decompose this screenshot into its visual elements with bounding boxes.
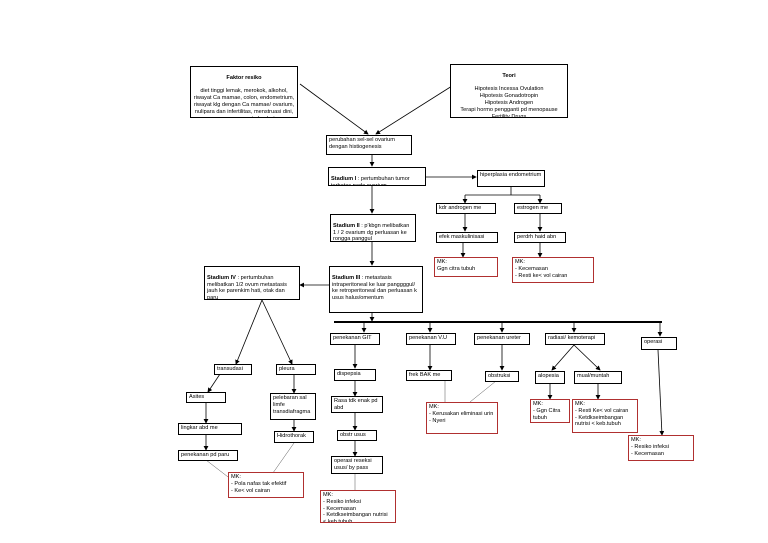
perdrh-box: perdrh haid abn	[514, 232, 566, 243]
hidrothorak-box: Hidrothorak	[274, 431, 314, 443]
theory-box: Teori Hipotesis Incessa Ovulation Hipote…	[450, 64, 568, 118]
stadium-3-box: Stadium III : metastasis intraperitoneal…	[329, 266, 423, 313]
stadium-4-box: Stadium IV : pertumbuhan melibatkan 1/2 …	[204, 266, 300, 300]
stadium-1-head: Stadium I	[331, 175, 357, 182]
stadium-3-text: : metastasis intraperitoneal ke luar pan…	[332, 274, 417, 302]
stadium-1-text: : pertumbuhan tumor terbatas pada ovariu…	[331, 175, 410, 186]
stadium-1-box: Stadium I : pertumbuhan tumor terbatas p…	[328, 167, 426, 186]
transudasi-box: transudasi	[214, 364, 252, 375]
estrogen-box: estrogen me	[514, 203, 562, 214]
mk-citra-box: MK: Ggn citra tubuh	[434, 257, 498, 277]
mk-nafas-box: MK: - Pola nafas tak efektif - Ke< vol c…	[228, 472, 304, 498]
theory-text: Hipotesis Incessa Ovulation Hipotesis Go…	[460, 86, 558, 118]
mk-resti-box: MK: - Resti Ke< vol cairan - Ketdkseimba…	[572, 399, 638, 433]
operasi-box: operasi	[641, 337, 677, 350]
stadium-2-head: Stadium II	[333, 222, 360, 229]
operasi-reseksi-box: operasi reseksi usus/ by pass	[331, 456, 383, 474]
perubahan-box: perubahan sel-sel ovarium dengan histiog…	[326, 135, 412, 155]
obstruksi-box: obstruksi	[485, 371, 519, 382]
penekanan-git-box: penekanan GIT	[330, 333, 380, 345]
radiasi-box: radiasi/ kemoterapi	[545, 333, 605, 345]
penekanan-ureter-box: penekanan ureter	[474, 333, 530, 345]
stadium-3-head: Stadium III	[332, 274, 361, 281]
stadium-2-box: Stadium II : p'kbgn melibatkan 1 / 2 ova…	[330, 214, 416, 242]
hiperplasia-box: hiperplasia endometrium	[477, 170, 545, 187]
stadium-4-head: Stadium IV	[207, 274, 236, 281]
dispepsia-box: dispepsia	[334, 369, 376, 381]
obstr-usus-box: obstr usus	[337, 430, 377, 441]
risk-factor-box: Faktor resiko diet tinggi lemak, merokok…	[190, 66, 298, 118]
mk-ggn-citra-box: MK: - Ggn Citra tubuh	[530, 399, 570, 423]
stadium-4-text: : pertumbuhan melibatkan 1/2 ovum metast…	[207, 274, 287, 300]
asites-box: Asites	[186, 392, 226, 403]
mk-cemas-box: MK: - Kecemasan - Resti ke< vol cairan	[512, 257, 594, 283]
theory-title: Teori	[502, 72, 516, 79]
pleura-box: pleura	[276, 364, 316, 375]
alopesia-box: alopesia	[535, 371, 565, 384]
penekanan-paru-box: penekanan pd paru	[178, 450, 238, 461]
penekanan-vu-box: penekanan V.U	[406, 333, 456, 345]
mk-infeksi-operasi-box: MK: - Resiko infeksi - Kecemasan	[628, 435, 694, 461]
mk-bottom-box: MK: - Resiko infeksi - Kecemasan - Ketdk…	[320, 490, 396, 523]
risk-factor-text: diet tinggi lemak, merokok, alkohol, riw…	[193, 88, 295, 117]
pelebaran-box: pelebaran sal limfe transdiafragma	[270, 393, 316, 420]
lingkar-box: lingkar abd me	[178, 423, 242, 435]
rasa-enak-box: Rasa tdk enak pd abd	[331, 396, 383, 413]
frek-bak-box: frek BAK me	[406, 370, 452, 381]
mual-box: mual/muntah	[574, 371, 622, 384]
efek-box: efek maskulinisasi	[436, 232, 498, 243]
risk-factor-title: Faktor resiko	[226, 74, 262, 81]
stadium-2-text: : p'kbgn melibatkan 1 / 2 ovarium dg per…	[333, 222, 410, 242]
kdr-androgen-box: kdr androgen me	[436, 203, 496, 214]
mk-eliminasi-box: MK: - Kerusakan eliminasi urin - Nyeri	[426, 402, 498, 434]
